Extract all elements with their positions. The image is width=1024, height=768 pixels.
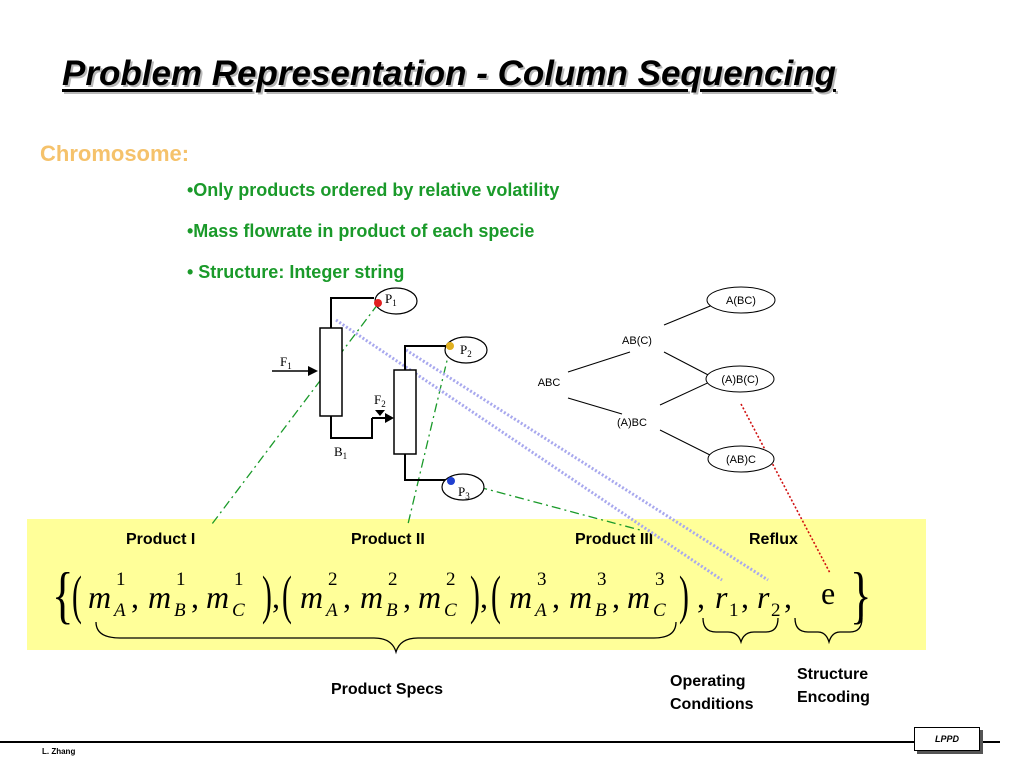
sequence-tree <box>567 286 776 473</box>
reflux-r1: r <box>715 579 728 615</box>
footer-logo: LPPD <box>914 727 980 751</box>
svg-text:(: ( <box>72 566 82 625</box>
term-sub-c-3: C <box>653 600 666 621</box>
brace-product-specs <box>95 621 677 655</box>
svg-text:,: , <box>480 579 488 615</box>
dash-line-p2 <box>407 347 451 525</box>
svg-text:,: , <box>272 579 280 615</box>
term-sup-a-3: 3 <box>537 569 547 590</box>
term-comma: , <box>612 579 620 615</box>
term-sup-b-2: 2 <box>388 569 398 590</box>
label-b1: B1 <box>334 444 347 461</box>
term-sup-b-3: 3 <box>597 569 607 590</box>
tree-node-abc: ABC <box>538 377 561 389</box>
footer-author: L. Zhang <box>42 747 76 756</box>
svg-text:,: , <box>741 579 749 615</box>
dotted-line-r2 <box>405 348 769 582</box>
term-comma: , <box>403 579 411 615</box>
reflux-sub-1: 1 <box>729 600 739 621</box>
term-comma: , <box>343 579 351 615</box>
term-sup-b-1: 1 <box>176 569 186 590</box>
chromosome-heading: Chromosome: <box>40 141 190 166</box>
header-product-ii: Product II <box>351 531 425 548</box>
product-p2-ellipse <box>444 336 488 364</box>
footer-rule <box>0 741 1000 743</box>
header-reflux: Reflux <box>749 531 798 548</box>
term-m-b-3: m <box>569 579 592 615</box>
chromosome-band <box>27 519 926 650</box>
term-comma: , <box>191 579 199 615</box>
label-product-specs: Product Specs <box>331 681 444 698</box>
svg-text:,: , <box>697 579 705 615</box>
term-sup-a-2: 2 <box>328 569 338 590</box>
header-product-i: Product I <box>126 531 196 548</box>
label-p3: P3 <box>458 484 470 501</box>
svg-text:,: , <box>784 579 792 615</box>
term-sub-a-1: A <box>112 600 126 621</box>
term-sup-c-2: 2 <box>446 569 456 590</box>
header-product-iii: Product III <box>575 531 654 548</box>
tree-node-ab-c-leaf: (AB)C <box>726 454 756 466</box>
label-operating-conditions: Operating Conditions <box>670 673 754 713</box>
dash-line-p3 <box>459 481 641 531</box>
brace-structure-encoding <box>794 617 863 645</box>
product-p3-dot <box>447 477 455 485</box>
term-sub-b-3: B <box>595 600 607 621</box>
term-sub-b-2: B <box>386 600 398 621</box>
bullet-structure: • Structure: Integer string <box>187 262 405 282</box>
column-2 <box>372 345 446 481</box>
dash-line-p1 <box>211 303 379 525</box>
outer-brace-close: } <box>850 559 872 630</box>
term-m-b-2: m <box>360 579 383 615</box>
underbraces <box>95 617 863 655</box>
label-p1: P1 <box>385 291 397 308</box>
label-structure-encoding: Structure Encoding <box>797 666 870 706</box>
outer-brace-open: { <box>52 559 74 630</box>
term-m-c-3: m <box>627 579 650 615</box>
dotted-line-r1 <box>335 318 723 582</box>
reflux-r2: r <box>757 579 770 615</box>
term-m-c-1: m <box>206 579 229 615</box>
term-sup-a-1: 1 <box>116 569 126 590</box>
tree-node-a-bc-leaf: A(BC) <box>726 295 756 307</box>
term-m-a-1: m <box>88 579 111 615</box>
mapping-lines <box>211 303 831 582</box>
bullet-products-ordered: •Only products ordered by relative volat… <box>187 180 560 200</box>
brace-operating-conditions <box>702 617 779 645</box>
bullet-mass-flowrate: •Mass flowrate in product of each specie <box>187 221 535 241</box>
term-m-a-2: m <box>300 579 323 615</box>
term-comma: , <box>131 579 139 615</box>
svg-text:(: ( <box>282 566 292 625</box>
term-sub-a-3: A <box>533 600 547 621</box>
term-sub-b-1: B <box>174 600 186 621</box>
structure-symbol-e: e <box>821 575 835 611</box>
label-f1: F1 <box>280 354 292 371</box>
tree-node-a-b-c-leaf: (A)B(C) <box>721 374 758 386</box>
svg-text:): ) <box>470 566 480 625</box>
term-m-b-1: m <box>148 579 171 615</box>
term-sub-c-1: C <box>232 600 245 621</box>
dotted-line-structure <box>740 403 831 574</box>
slide-title: Problem Representation - Column Sequenci… <box>62 54 836 93</box>
svg-text:(: ( <box>491 566 501 625</box>
term-sup-c-1: 1 <box>234 569 244 590</box>
column-1 <box>272 297 385 439</box>
label-p2: P2 <box>460 342 472 359</box>
term-m-c-2: m <box>418 579 441 615</box>
product-p1-dot <box>374 299 382 307</box>
term-sup-c-3: 3 <box>655 569 665 590</box>
svg-text:): ) <box>679 566 689 625</box>
svg-text:): ) <box>262 566 272 625</box>
tree-node-a-bc: (A)BC <box>617 417 647 429</box>
tree-node-ab-c: AB(C) <box>622 335 652 347</box>
term-comma: , <box>552 579 560 615</box>
product-p2-dot <box>446 342 454 350</box>
term-sub-a-2: A <box>324 600 338 621</box>
label-f2: F2 <box>374 392 386 409</box>
reflux-sub-2: 2 <box>771 600 781 621</box>
term-sub-c-2: C <box>444 600 457 621</box>
term-m-a-3: m <box>509 579 532 615</box>
